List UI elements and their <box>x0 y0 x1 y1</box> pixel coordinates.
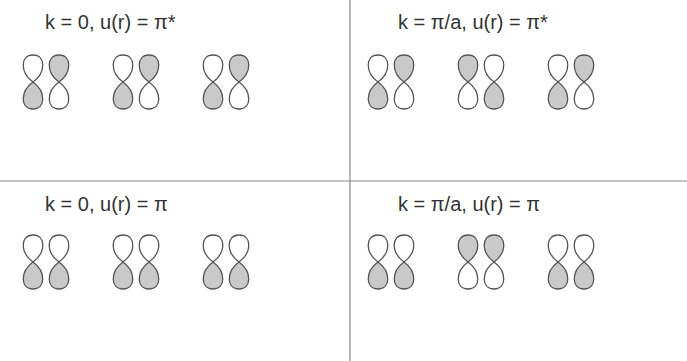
orbital-lobe <box>394 55 414 82</box>
orbital-lobe <box>484 235 504 262</box>
orbital-lobe <box>23 55 43 82</box>
orbital-lobe <box>139 262 159 289</box>
orbital-lobe <box>368 55 388 82</box>
orbital-lobe <box>484 262 504 289</box>
orbital-lobe <box>113 55 133 82</box>
orbital-lobe <box>484 82 504 109</box>
orbital-lobe <box>548 55 568 82</box>
orbital-lobe <box>49 55 69 82</box>
orbital-lobe <box>49 235 69 262</box>
orbital-lobe <box>574 55 594 82</box>
quadrant-label: k = π/a, u(r) = π <box>398 192 540 216</box>
orbital-lobe <box>203 262 223 289</box>
orbital-lobe <box>203 235 223 262</box>
p-orbitals <box>23 55 594 289</box>
orbital-lobe <box>394 82 414 109</box>
orbital-lobe <box>548 262 568 289</box>
orbital-lobe <box>229 55 249 82</box>
quadrant-label: k = 0, u(r) = π <box>45 192 168 216</box>
orbital-lobe <box>368 82 388 109</box>
orbital-lobe <box>458 55 478 82</box>
divider-line <box>0 180 687 181</box>
orbital-lobe <box>574 262 594 289</box>
orbital-lobe <box>548 235 568 262</box>
orbital-lobe <box>368 235 388 262</box>
orbital-lobe <box>113 82 133 109</box>
orbital-lobe <box>394 235 414 262</box>
orbital-lobe <box>139 55 159 82</box>
orbital-lobe <box>458 262 478 289</box>
orbital-lobe <box>229 262 249 289</box>
orbital-lobe <box>113 262 133 289</box>
quadrant-label: k = π/a, u(r) = π* <box>398 10 548 34</box>
orbital-lobe <box>458 235 478 262</box>
orbital-lobe <box>229 82 249 109</box>
orbital-lobe <box>113 235 133 262</box>
orbital-lobe <box>484 55 504 82</box>
orbital-lobe <box>458 82 478 109</box>
quadrant-label: k = 0, u(r) = π* <box>45 10 176 34</box>
orbital-lobe <box>23 262 43 289</box>
orbital-lobe <box>23 235 43 262</box>
orbital-lobe <box>23 82 43 109</box>
orbital-lobe <box>49 262 69 289</box>
orbital-lobe <box>229 235 249 262</box>
orbital-lobe <box>394 262 414 289</box>
orbital-lobe <box>368 262 388 289</box>
orbital-lobe <box>203 82 223 109</box>
orbital-lobe <box>574 235 594 262</box>
orbital-lobe <box>203 55 223 82</box>
orbital-lobe <box>548 82 568 109</box>
orbital-lobe <box>49 82 69 109</box>
orbital-lobe <box>139 235 159 262</box>
orbital-lobe <box>574 82 594 109</box>
orbital-lobe <box>139 82 159 109</box>
